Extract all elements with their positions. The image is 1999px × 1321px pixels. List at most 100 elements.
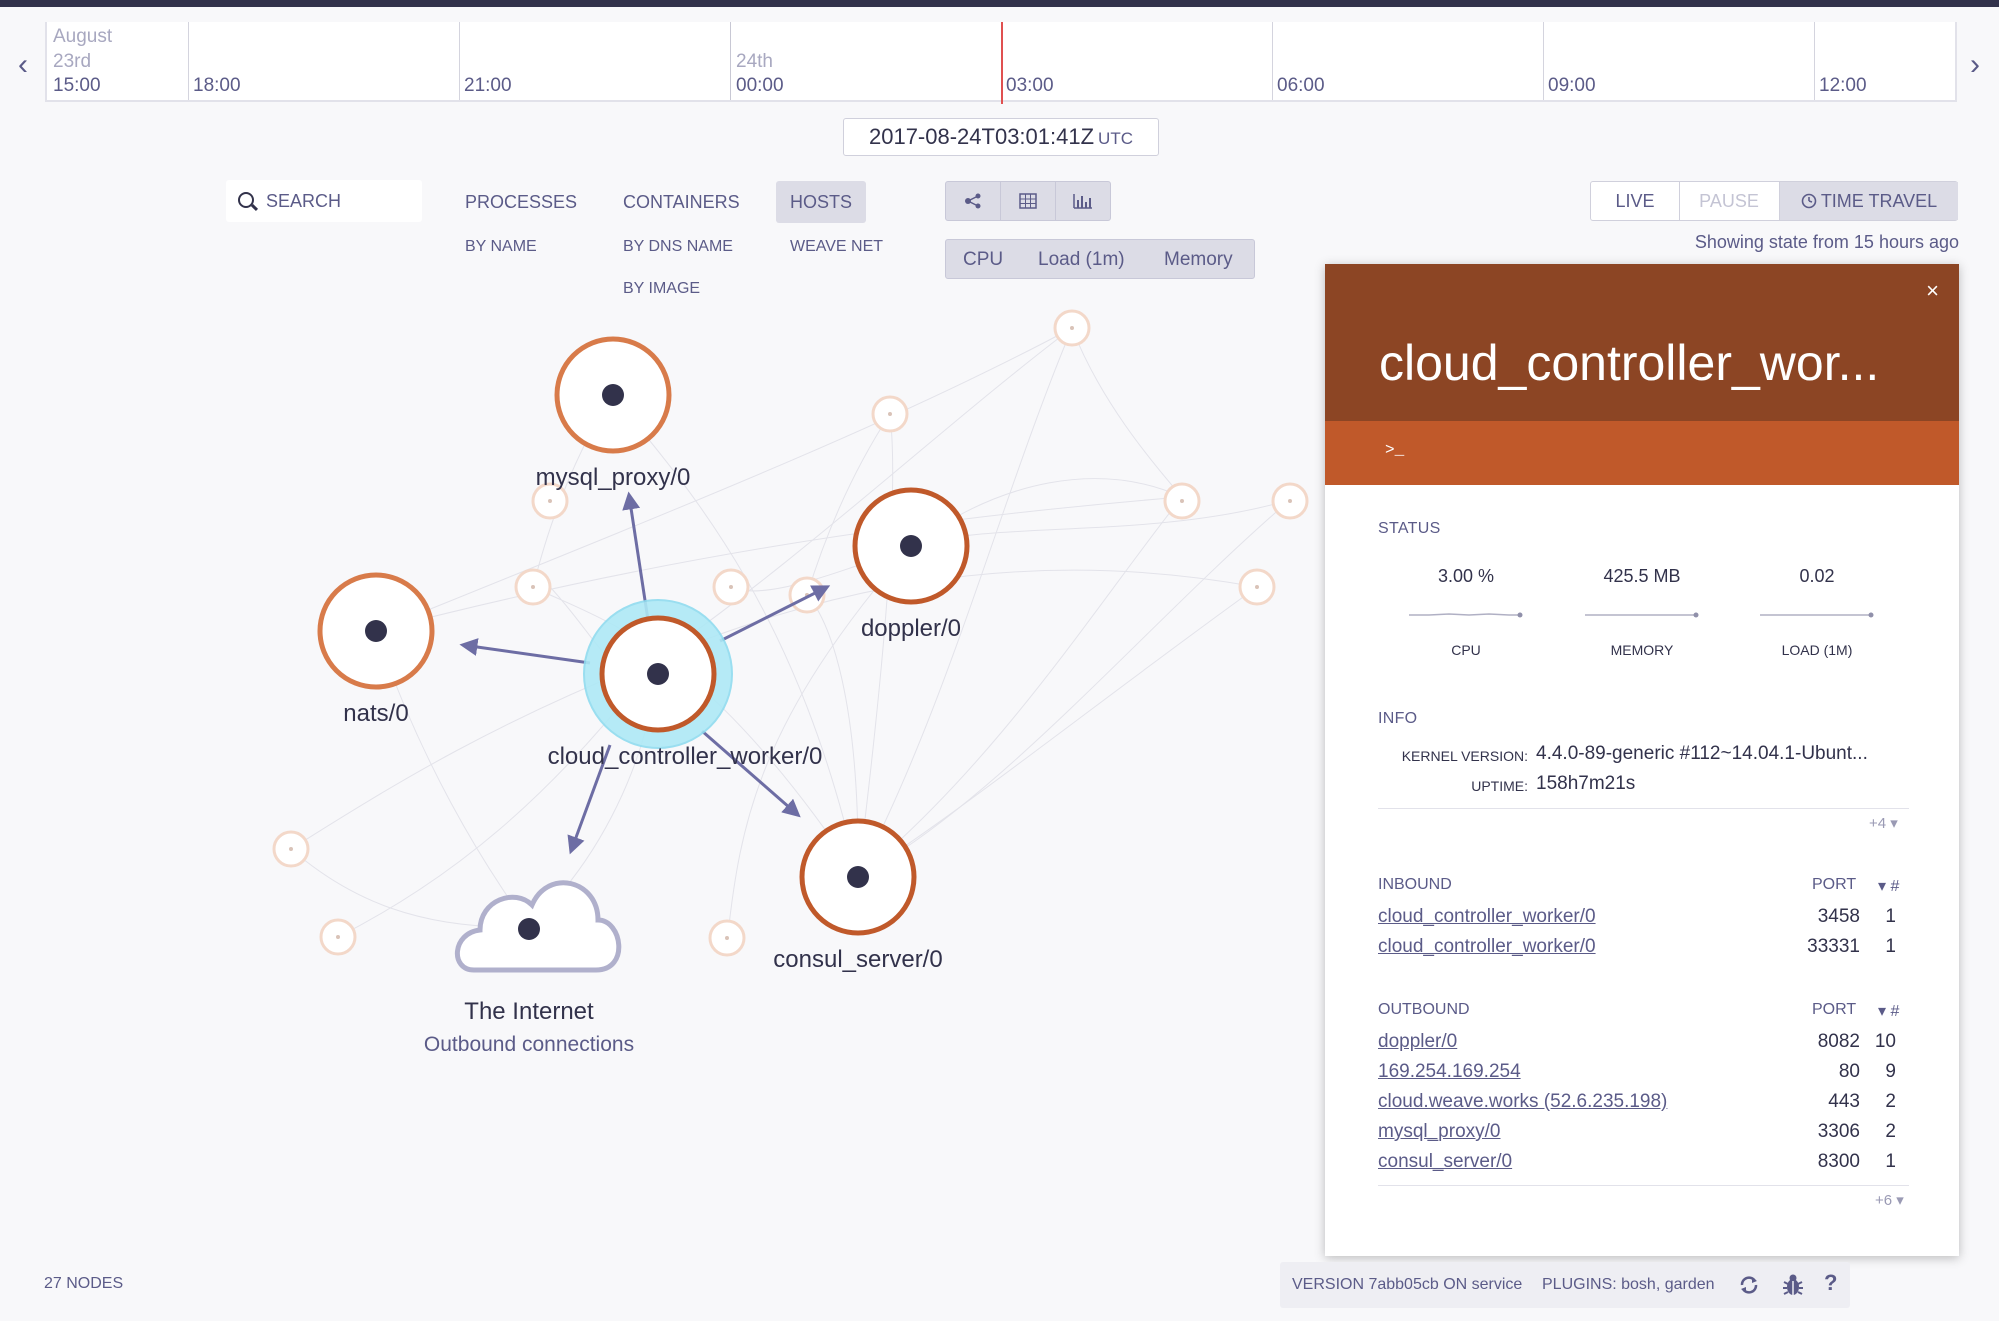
topology-hosts-weave-net[interactable]: WEAVE NET (790, 238, 884, 255)
resources-view-button[interactable] (1056, 182, 1110, 220)
metric-cpu-label: CPU (1451, 642, 1481, 658)
outbound-connection-count: 9 (1885, 1061, 1896, 1082)
metric-selector: CPU Load (1m) Memory (945, 239, 1255, 279)
inbound-connection-name[interactable]: cloud_controller_worker/0 (1378, 936, 1596, 957)
cpu-sparkline (1409, 612, 1523, 618)
edge-to-nats[interactable] (459, 638, 591, 665)
kernel-version-value: 4.4.0-89-generic #112~14.04.1-Ubunt... (1536, 743, 1868, 764)
search-label: SEARCH (266, 191, 342, 211)
timeline-hour: 00:00 (736, 75, 784, 96)
time-controls: LIVE PAUSE TIME TRAVEL (1590, 181, 1958, 221)
timeline-hour: 18:00 (193, 75, 241, 96)
outbound-count-heading[interactable]: ▾ # (1878, 1003, 1900, 1020)
topology-containers-by-dns[interactable]: BY DNS NAME (623, 238, 733, 255)
footer-bar: VERSION 7abb05cb ON service PLUGINS: bos… (1280, 1262, 1850, 1308)
outbound-connection-name[interactable]: doppler/0 (1378, 1031, 1458, 1052)
timeline-hour: 21:00 (464, 75, 512, 96)
info-divider (1378, 808, 1909, 809)
outbound-connection-port: 8082 (1817, 1031, 1860, 1052)
edge-to-internet[interactable] (567, 744, 612, 855)
timeline-tick (1814, 22, 1815, 100)
topology-processes[interactable]: PROCESSES (465, 192, 578, 212)
metric-memory-button[interactable]: Memory (1164, 249, 1233, 270)
graph-icon (965, 193, 981, 209)
terminal-icon[interactable]: >_ (1385, 441, 1405, 459)
node-label-mysql-proxy: mysql_proxy/0 (536, 464, 691, 491)
timeline-day: 23rd (53, 51, 92, 72)
outbound-connection-name[interactable]: consul_server/0 (1378, 1151, 1513, 1172)
timeline-hour: 06:00 (1277, 75, 1325, 96)
topology-containers-by-image[interactable]: BY IMAGE (623, 280, 701, 297)
refresh-icon[interactable] (1738, 1274, 1760, 1296)
table-icon (1019, 193, 1037, 209)
inbound-connection-name[interactable]: cloud_controller_worker/0 (1378, 906, 1596, 927)
node-the-internet[interactable]: The Internet Outbound connections (424, 880, 634, 1056)
timeline-month: August (53, 26, 113, 47)
plugins-info: PLUGINS: bosh, garden (1542, 1276, 1715, 1293)
edge-to-mysql-proxy[interactable] (622, 491, 650, 621)
timeline-forward-icon[interactable]: › (1970, 48, 1980, 81)
outbound-port-heading[interactable]: PORT (1812, 1001, 1857, 1018)
node-consul-server[interactable]: consul_server/0 (773, 818, 943, 973)
node-sublabel-internet: Outbound connections (424, 1033, 634, 1056)
edge-to-doppler[interactable] (719, 585, 831, 643)
timezone-label: UTC (1098, 129, 1133, 148)
outbound-connection-name[interactable]: 169.254.169.254 (1378, 1061, 1521, 1082)
node-cloud-controller-worker[interactable]: cloud_controller_worker/0 (548, 599, 823, 770)
outbound-connection-count: 2 (1885, 1091, 1896, 1112)
timeline-cursor[interactable] (1001, 22, 1003, 104)
inbound-count-label: # (1890, 878, 1900, 895)
outbound-connection-count: 1 (1885, 1151, 1896, 1172)
info-heading: INFO (1378, 710, 1418, 727)
live-button[interactable]: LIVE (1591, 182, 1680, 220)
node-mysql-proxy[interactable]: mysql_proxy/0 (536, 336, 691, 491)
timeline-back-icon[interactable]: ‹ (18, 48, 28, 81)
top-bar (0, 0, 1999, 7)
graph-view-button[interactable] (946, 182, 1001, 220)
topology-hosts[interactable]: HOSTS (776, 181, 867, 223)
bug-icon[interactable] (1782, 1273, 1804, 1297)
table-view-button[interactable] (1001, 182, 1056, 220)
search-input[interactable]: SEARCH (226, 180, 422, 222)
background-edges (290, 327, 1291, 944)
metric-memory-value: 425.5 MB (1603, 566, 1681, 586)
metric-memory-label: MEMORY (1610, 642, 1674, 658)
edge-to-consul-server[interactable] (701, 729, 801, 818)
node-label-ccw: cloud_controller_worker/0 (548, 743, 823, 770)
outbound-connection-count: 10 (1874, 1031, 1896, 1052)
inbound-connection-count: 1 (1885, 936, 1896, 957)
selected-edges (459, 491, 831, 855)
node-label-internet: The Internet (464, 998, 594, 1025)
version-info: VERSION 7abb05cb ON service (1292, 1276, 1523, 1293)
node-count: 27 NODES (44, 1275, 124, 1292)
clock-icon (1801, 193, 1817, 209)
uptime-key: UPTIME: (1471, 778, 1528, 794)
outbound-show-more[interactable]: +6 ▾ (1875, 1192, 1904, 1209)
time-travel-button[interactable]: TIME TRAVEL (1779, 182, 1958, 220)
node-doppler[interactable]: doppler/0 (852, 487, 970, 642)
metric-load-button[interactable]: Load (1m) (1038, 249, 1125, 270)
inbound-count-heading[interactable]: ▾ # (1878, 878, 1900, 895)
timeline-tick (730, 22, 731, 100)
timeline-hour: 03:00 (1006, 75, 1054, 96)
outbound-connection-port: 3306 (1817, 1121, 1860, 1142)
inbound-heading: INBOUND (1378, 876, 1452, 893)
timeline-tick (459, 22, 460, 100)
inbound-connection-port: 33331 (1807, 936, 1860, 957)
outbound-connection-name[interactable]: mysql_proxy/0 (1378, 1121, 1501, 1142)
details-title: cloud_controller_wor... (1379, 335, 1880, 391)
info-show-more[interactable]: +4 ▾ (1869, 815, 1898, 832)
node-nats[interactable]: nats/0 (317, 572, 435, 727)
topology-containers[interactable]: CONTAINERS (623, 192, 740, 212)
node-label-nats: nats/0 (343, 700, 408, 727)
close-icon[interactable]: × (1926, 278, 1939, 303)
metric-cpu-button[interactable]: CPU (963, 249, 1004, 270)
inbound-port-heading[interactable]: PORT (1812, 876, 1857, 893)
outbound-connection-port: 443 (1828, 1091, 1860, 1112)
outbound-connection-name[interactable]: cloud.weave.works (52.6.235.198) (1378, 1091, 1668, 1112)
timeline-hour: 09:00 (1548, 75, 1596, 96)
pause-button[interactable]: PAUSE (1679, 182, 1867, 220)
topology-processes-by-name[interactable]: BY NAME (465, 238, 537, 255)
help-icon[interactable]: ? (1824, 1270, 1838, 1295)
